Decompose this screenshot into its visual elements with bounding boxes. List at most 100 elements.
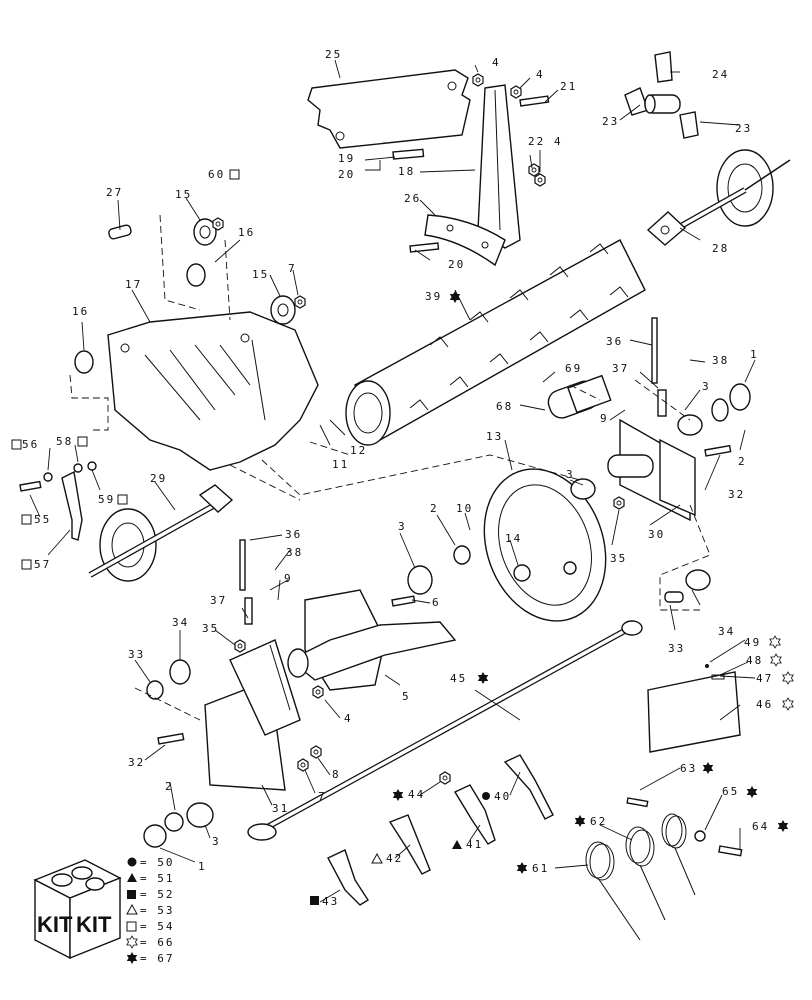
callout-60: 60 [208,168,225,181]
callout-5: 5 [402,690,411,703]
callout-2: 2 [738,455,747,468]
callout-40: 40 [494,790,511,803]
callout-13: 13 [486,430,503,443]
square-outline-icon [21,514,32,525]
callout-43: 43 [322,895,339,908]
triangle-outline-icon [371,852,383,864]
callout-33: 33 [668,642,685,655]
callout-4: 4 [344,712,353,725]
square-icon [310,896,319,905]
callout-65: 65 [722,785,739,798]
callout-18: 18 [398,165,415,178]
callout-36: 36 [606,335,623,348]
square-icon [127,890,136,899]
star-icon [702,762,714,774]
callout-16: 16 [238,226,255,239]
square-outline-icon [126,921,137,932]
triangle-icon [127,873,137,882]
star-icon [392,789,404,801]
clamp-bearing-23-24 [624,51,699,139]
callout-61: 61 [532,862,549,875]
callout-9: 9 [284,572,293,585]
hardware-top [392,73,550,253]
legend-entry-54: = 54 [140,920,175,933]
callout-1: 1 [750,348,759,361]
tines [327,754,743,941]
shaft-flange-29 [88,484,234,582]
circle-icon [482,792,490,800]
callout-44: 44 [408,788,425,801]
callout-6: 6 [432,596,441,609]
callout-58: 58 [56,435,73,448]
callout-55: 55 [34,513,51,526]
callout-25: 25 [325,48,342,61]
callout-34: 34 [718,625,735,638]
lever-57 [19,461,97,541]
curved-plate-26 [424,214,506,267]
arm-bracket-5 [287,545,471,699]
square-outline-icon [77,436,88,447]
callout-20: 20 [448,258,465,271]
leader-lines [29,59,756,903]
callout-68: 68 [496,400,513,413]
callout-38: 38 [286,546,303,559]
callout-3: 3 [398,520,407,533]
callout-3: 3 [566,468,575,481]
callout-35: 35 [610,552,627,565]
callout-28: 28 [712,242,729,255]
kit-box: KIT KIT [33,859,122,960]
callout-35: 35 [202,622,219,635]
bearings-15-16 [74,217,306,374]
callout-37: 37 [210,594,227,607]
callout-9: 9 [600,412,609,425]
callout-32: 32 [128,756,145,769]
callout-34: 34 [172,616,189,629]
legend-entry-51: = 51 [140,872,175,885]
callout-16: 16 [72,305,89,318]
star-outline-icon [126,935,138,949]
callout-45: 45 [450,672,467,685]
square-outline-icon [229,169,240,180]
rotor-drum-39 [345,239,646,446]
callout-49: 49 [744,636,761,649]
star-icon [574,815,586,827]
callout-4: 4 [554,135,563,148]
legend-entry-52: = 52 [140,888,175,901]
callout-64: 64 [752,820,769,833]
callout-41: 41 [466,838,483,851]
callout-37: 37 [612,362,629,375]
callout-21: 21 [560,80,577,93]
star-icon [777,820,789,832]
legend-entry-50: = 50 [140,856,175,869]
star-outline-icon [782,697,794,711]
callout-56: 56 [22,438,39,451]
star-outline-icon [782,671,794,685]
shaft-flange-28 [646,149,791,246]
callout-29: 29 [150,472,167,485]
callout-33: 33 [128,648,145,661]
triangle-outline-icon [126,903,138,915]
kit-label-right: KIT [76,912,112,937]
kit-markers [11,169,794,905]
callout-24: 24 [712,68,729,81]
star-icon [126,952,138,964]
callout-23: 23 [735,122,752,135]
bracket-30 [547,317,751,603]
callout-27: 27 [106,186,123,199]
callout-8: 8 [332,768,341,781]
kit-legend: = 50 = 51 = 52 = 53 = 54 = 66 = 67 [126,856,175,965]
callout-7: 7 [288,262,297,275]
callout-3: 3 [702,380,711,393]
callout-7: 7 [318,790,327,803]
callout-59: 59 [98,493,115,506]
callout-69: 69 [565,362,582,375]
callout-26: 26 [404,192,421,205]
callout-38: 38 [712,354,729,367]
callout-32: 32 [728,488,745,501]
callout-39: 39 [425,290,442,303]
assembly-lines [69,214,711,721]
callout-11: 11 [332,458,349,471]
callout-3: 3 [212,835,221,848]
square-outline-icon [117,494,128,505]
legend-entry-66: = 66 [140,936,175,949]
